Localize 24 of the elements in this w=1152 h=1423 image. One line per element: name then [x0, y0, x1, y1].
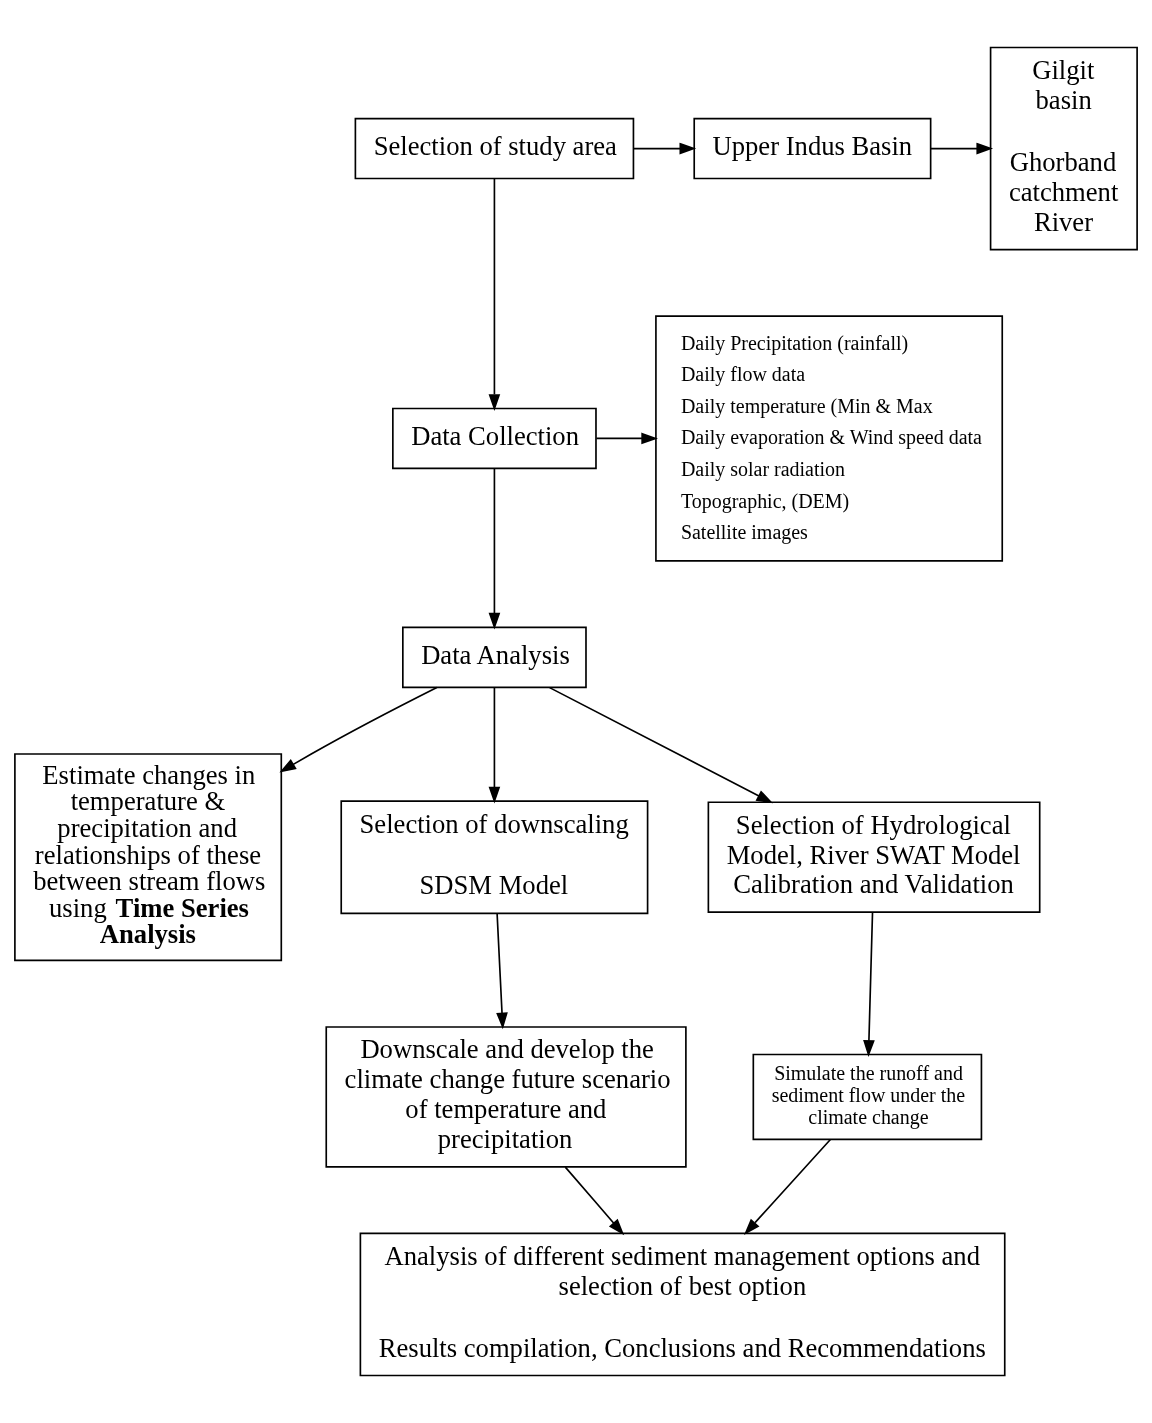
node-box: Selection of downscaling SDSM Model	[340, 800, 649, 915]
arrow	[488, 467, 501, 630]
arrow	[488, 177, 501, 411]
node-box: Daily Precipitation (rainfall) Daily flow data Daily temperature (Min & Max Daily evaporation & Wind speed data Daily solar radiation Topographic, (DEM) Satellite images	[655, 315, 1004, 562]
arrow	[279, 686, 438, 773]
arrow	[632, 142, 697, 155]
node-box: Analysis of different sediment management options and selection of best option Results compilation, Conclusions and Recommendations	[359, 1232, 1006, 1377]
arrow	[496, 912, 508, 1030]
arrow	[743, 1138, 832, 1235]
arrow	[929, 142, 994, 155]
node-box: Data Collection	[392, 407, 597, 470]
arrow	[863, 911, 875, 1057]
node-box: Selection of study area	[354, 117, 635, 180]
node-box: Selection of Hydrological Model, River SWAT Model Calibration and Validation	[707, 801, 1041, 913]
node-box: Data Analysis	[402, 626, 587, 689]
arrow	[564, 1166, 625, 1236]
node-box: Upper Indus Basin	[693, 117, 932, 180]
arrow	[595, 432, 658, 445]
arrow	[548, 686, 774, 804]
node-box: Simulate the runoff and sediment flow under the climate change	[752, 1053, 983, 1141]
node-box: Estimate changes in temperature & precipitation and relationships of these between stream flows using Time Series Analysis	[14, 753, 283, 962]
node-box: Gilgit basin Ghorband catchment River	[989, 46, 1138, 251]
node-box: Downscale and develop the climate change future scenario of temperature and precipitation	[325, 1026, 687, 1168]
arrow	[488, 686, 501, 804]
